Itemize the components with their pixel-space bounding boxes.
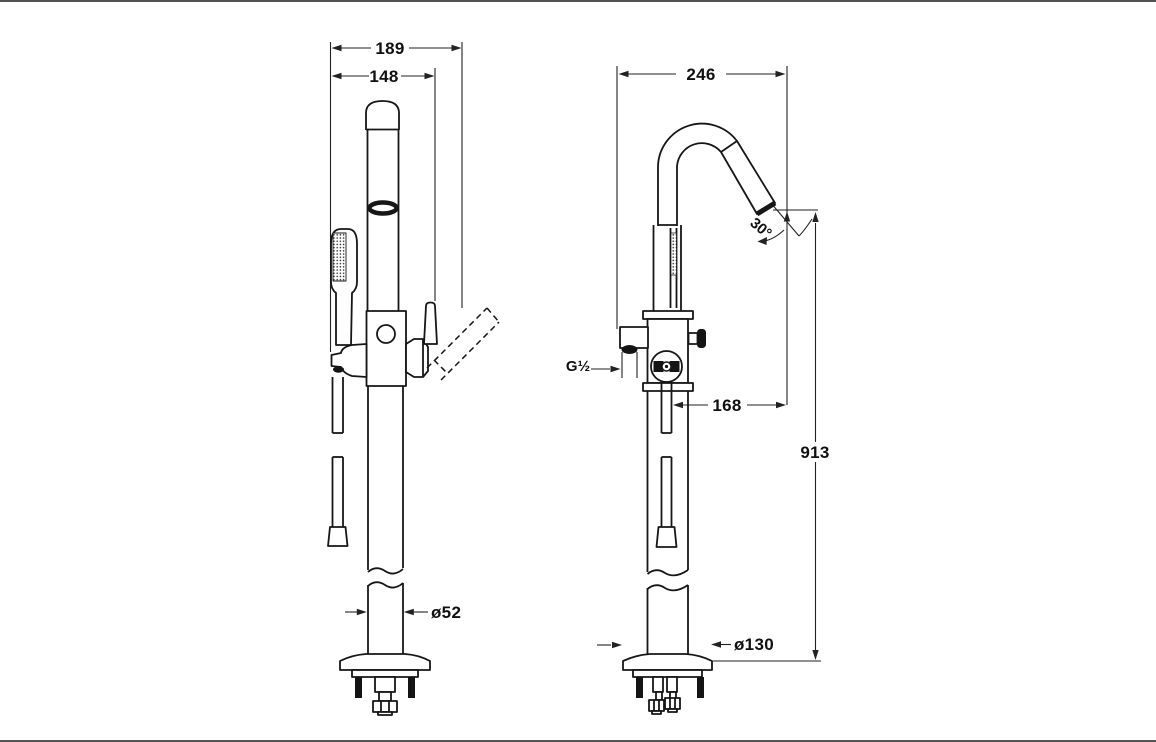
spout-tip-face	[755, 200, 777, 217]
side-spout	[657, 122, 777, 226]
hand-shower-holder	[330, 343, 368, 378]
dim-overall-height	[713, 209, 821, 662]
front-column-cap	[365, 100, 400, 131]
dim-body-width	[331, 72, 435, 80]
base-cover-dome	[339, 653, 431, 671]
mounting-stud	[636, 677, 643, 698]
dim-label-column-diameter: ø52	[431, 603, 461, 622]
dimension-labels: 189 148 246 30° G½ 168 913 ø52 ø130	[369, 39, 829, 654]
dim-spout-depth	[618, 70, 786, 78]
lever-handle	[423, 301, 438, 345]
side-lower-column	[646, 391, 689, 654]
hand-shower-edge-spray	[670, 232, 677, 276]
front-base	[339, 653, 431, 716]
side-swivel-joint	[650, 350, 683, 383]
front-lower-column	[367, 386, 404, 654]
dim-label-spout-depth: 246	[686, 65, 715, 84]
dim-label-spout-projection: 168	[712, 396, 741, 415]
front-shower-hose	[327, 377, 349, 547]
side-hose-outlet	[619, 326, 649, 354]
dim-label-body-width: 148	[369, 67, 398, 86]
dim-label-thread: G½	[566, 358, 590, 375]
dim-column-diameter	[345, 608, 428, 616]
side-base	[622, 653, 713, 715]
side-extension-lines	[616, 66, 791, 405]
front-view	[327, 100, 500, 716]
mounting-stud	[355, 677, 362, 698]
dim-base-diameter	[597, 641, 731, 649]
lever-handle-rotated-dashed	[426, 307, 500, 381]
supply-hose-nut	[664, 697, 681, 713]
holder-hose-nut	[333, 366, 344, 373]
mounting-stud	[697, 677, 704, 698]
dim-label-overall-height: 913	[800, 443, 829, 462]
outlet-nut	[621, 345, 638, 354]
front-extension-lines	[329, 42, 463, 352]
dim-thread-leader	[591, 352, 638, 378]
side-shower-hose	[655, 382, 678, 548]
dim-overall-width	[331, 44, 462, 52]
hand-shower-spray-face	[332, 232, 347, 282]
hose-end-fitting	[327, 526, 349, 547]
front-riser-tube	[366, 130, 400, 311]
mounting-stud	[408, 677, 415, 698]
base-cover-dome	[622, 653, 713, 671]
front-mixer-body	[365, 310, 407, 387]
side-view	[619, 122, 777, 715]
dim-label-overall-width: 189	[375, 39, 404, 58]
supply-connector-nut	[372, 700, 398, 716]
front-spout-outlet-ring	[367, 200, 399, 216]
side-riser-tube	[652, 225, 682, 311]
front-diverter-button	[376, 324, 396, 344]
supply-hose-nut	[648, 699, 665, 715]
hose-end-fitting	[655, 526, 678, 548]
hand-shower	[330, 228, 358, 346]
dimension-lines	[329, 42, 821, 662]
side-diverter-knob	[687, 329, 706, 348]
dim-label-spout-angle: 30°	[747, 215, 775, 243]
front-lever-assembly	[405, 301, 438, 378]
dim-label-base-diameter: ø130	[734, 635, 774, 654]
dim-spout-angle-construction	[757, 205, 813, 245]
